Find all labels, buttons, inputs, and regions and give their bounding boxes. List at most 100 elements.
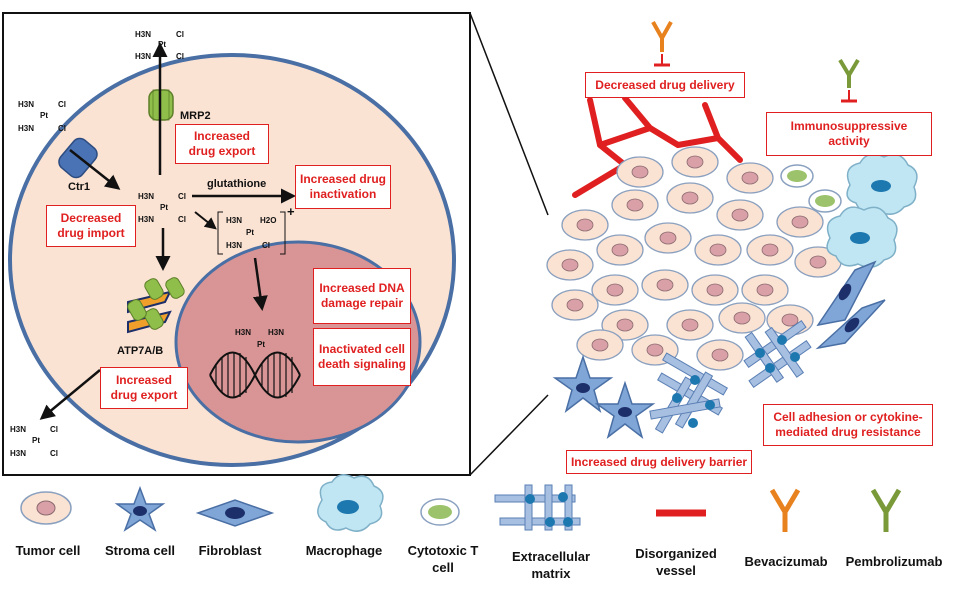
bevacizumab-antibody <box>651 21 673 67</box>
ecm-nodes <box>672 335 800 428</box>
tumor-cell <box>591 274 639 306</box>
tumor-cell <box>746 234 794 266</box>
arrow-import <box>69 149 121 190</box>
legend-icon-macrophage <box>317 474 384 532</box>
tumor-cell <box>644 222 692 254</box>
mol-h3n: H3N <box>235 328 252 337</box>
box-decreased-drug-import: Decreased drug import <box>46 205 136 247</box>
legend-label-stroma-cell: Stroma cell <box>104 543 176 558</box>
legend-icon-bevacizumab <box>769 488 801 532</box>
box-increased-drug-delivery-barrier: Increased drug delivery barrier <box>566 450 752 474</box>
mol-pt: Pt <box>246 228 254 237</box>
legend-icon-tumor-cell <box>20 491 72 525</box>
mol-h2o: H2O <box>260 216 277 225</box>
tumor-cell <box>551 289 599 321</box>
tumor-cell <box>691 274 739 306</box>
ctr1-label: Ctr1 <box>68 181 91 193</box>
cytotoxic-t-cell <box>808 189 842 213</box>
mrp2-label: MRP2 <box>180 110 211 122</box>
mol-h3n: H3N <box>10 449 27 458</box>
mol-cl: Cl <box>262 241 270 250</box>
mol-h3n: H3N <box>138 192 155 201</box>
mol-h3n: H3N <box>18 124 35 133</box>
legend-icon-pembrolizumab <box>870 488 902 532</box>
mol-cl: Cl <box>178 192 186 201</box>
tumor-cell <box>576 329 624 361</box>
tumor-cell <box>671 146 719 178</box>
mol-pt: Pt <box>257 340 265 349</box>
atp7-label: ATP7A/B <box>117 345 164 357</box>
arrow-to-aqua <box>194 211 217 230</box>
tumor-cell-cluster <box>546 146 842 371</box>
fibroblast <box>815 299 886 350</box>
aqua-complex-bracket <box>217 211 286 255</box>
tumor-cell <box>616 156 664 188</box>
ctr1-transporter <box>58 137 98 179</box>
tumor-cell <box>741 274 789 306</box>
glutathione-label: glutathione <box>207 178 267 190</box>
mol-cl: Cl <box>50 449 58 458</box>
macrophage <box>846 153 918 215</box>
mol-cl: Cl <box>178 215 186 224</box>
box-decreased-drug-delivery: Decreased drug delivery <box>585 72 745 98</box>
tumor-cell <box>561 209 609 241</box>
legend-label-cytotoxic-t-cell: Cytotoxic T cell <box>407 543 479 575</box>
tumor-cell <box>611 189 659 221</box>
mol-h3n: H3N <box>226 216 243 225</box>
tumor-cell <box>546 249 594 281</box>
mol-pt: Pt <box>158 40 166 49</box>
mol-cl: Cl <box>58 100 66 109</box>
legend-icon-stroma-cell <box>114 485 166 532</box>
mol-pt: Pt <box>40 111 48 120</box>
mol-h3n: H3N <box>226 241 243 250</box>
cytotoxic-t-cell <box>780 164 814 188</box>
tumor-cell <box>666 182 714 214</box>
macrophage <box>826 206 898 268</box>
fibroblast <box>816 260 877 327</box>
legend-label-tumor-cell: Tumor cell <box>15 543 81 558</box>
mol-cl: Cl <box>58 124 66 133</box>
legend-label-disorganized-vessel: Disorganized vessel <box>635 546 717 578</box>
mol-cl: Cl <box>50 425 58 434</box>
legend-label-fibroblast: Fibroblast <box>198 543 262 558</box>
legend-label-macrophage: Macrophage <box>305 543 383 558</box>
mol-cl: Cl <box>176 52 184 61</box>
pembrolizumab-antibody <box>838 58 860 103</box>
box-increased-dna-damage-repair: Increased DNA damage repair <box>313 268 411 324</box>
tumor-cell <box>641 269 689 301</box>
mol-h3n: H3N <box>268 328 285 337</box>
legend-icon-cytotoxic-t-cell <box>420 498 460 526</box>
mol-h3n: H3N <box>135 30 152 39</box>
legend-label-bevacizumab: Bevacizumab <box>744 554 828 569</box>
mol-h3n: H3N <box>18 100 35 109</box>
box-cell-adhesion-drug-resistance: Cell adhesion or cytokine-mediated drug … <box>763 404 933 446</box>
tumor-cell <box>726 162 774 194</box>
legend-icon-extracellular-matrix <box>494 484 581 531</box>
legend-icon-fibroblast <box>195 499 275 527</box>
tumor-cell <box>716 199 764 231</box>
box-immunosuppressive-activity: Immunosuppressive activity <box>766 112 932 156</box>
mol-pt: Pt <box>160 203 168 212</box>
tumor-cell <box>596 234 644 266</box>
stroma-cell <box>552 354 614 413</box>
tumor-cell <box>718 302 766 334</box>
mol-h3n: H3N <box>10 425 27 434</box>
box-increased-drug-inactivation: Increased drug inactivation <box>295 165 391 209</box>
stroma-cell <box>594 380 656 439</box>
tumor-cell <box>794 246 842 278</box>
tumor-cell <box>696 339 744 371</box>
legend-label-pembrolizumab: Pembrolizumab <box>845 554 943 569</box>
arrow-export-down <box>39 369 101 420</box>
dna-helix <box>209 351 301 399</box>
mol-h3n: H3N <box>138 215 155 224</box>
zoom-line-bottom <box>469 394 549 476</box>
mol-cl: Cl <box>176 30 184 39</box>
mol-pt: Pt <box>32 436 40 445</box>
box-inactivated-cell-death-signaling: Inactivated cell death signaling <box>313 328 411 386</box>
arrow-to-dna <box>252 257 268 311</box>
atp7-transporter <box>127 277 185 334</box>
box-increased-drug-export-top: Increased drug export <box>175 124 269 164</box>
box-increased-drug-export-bottom: Increased drug export <box>100 367 188 409</box>
tumor-cell <box>694 234 742 266</box>
